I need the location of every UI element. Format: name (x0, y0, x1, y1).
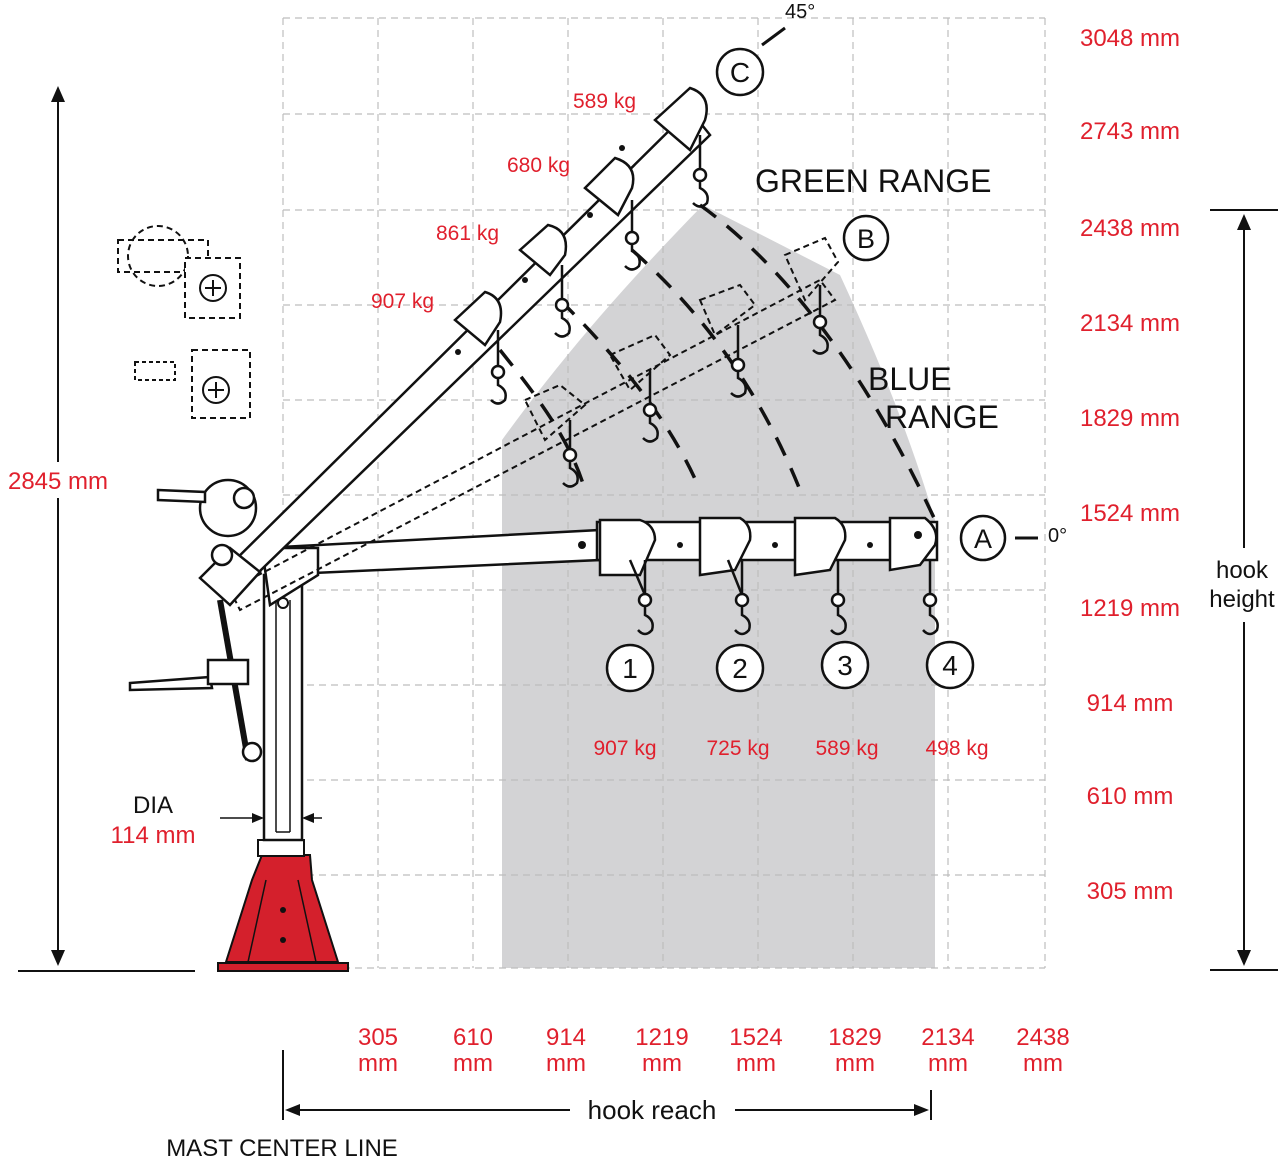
45-boom-hooks (490, 135, 709, 405)
hook-position-2: 2 (732, 653, 748, 684)
hook-reach-label: hook reach (588, 1095, 717, 1125)
dia-indicator (220, 813, 322, 823)
height-label: 2743 mm (1080, 118, 1180, 145)
green-range-label: GREEN RANGE (755, 163, 991, 199)
reach-value: 610 (453, 1024, 493, 1051)
overall-height-label: 2845 mm (8, 468, 108, 495)
hook-capacity-3: 589 kg (815, 737, 878, 760)
reach-value: 914 (546, 1024, 586, 1051)
position-markers: C B A 1 2 3 4 (605, 47, 1007, 693)
mast-center-line-label: MAST CENTER LINE (166, 1135, 398, 1162)
reach-value: 2134 (921, 1024, 974, 1051)
boom-45-degree (198, 26, 786, 607)
reach-scale: 305 mm 610 mm 914 mm 1219 mm 1524 mm 182… (358, 1024, 1070, 1077)
reach-unit: mm (928, 1050, 968, 1077)
mid-boom-hooks (562, 285, 829, 488)
position-a-marker (959, 514, 1007, 562)
boom-horizontal (260, 516, 1038, 608)
boom-capacity-1: 589 kg (573, 90, 636, 113)
hook-position-3: 3 (837, 650, 853, 681)
reach-unit: mm (1023, 1050, 1063, 1077)
reach-unit: mm (642, 1050, 682, 1077)
reach-value: 2438 (1016, 1024, 1069, 1051)
boom-capacity-4: 907 kg (371, 290, 434, 313)
height-label: 610 mm (1087, 783, 1174, 810)
reach-unit: mm (453, 1050, 493, 1077)
overall-height-dimension (18, 86, 195, 972)
position-a-label: A (974, 524, 992, 554)
hook-position-1: 1 (622, 653, 638, 684)
hook-reach-dimension (282, 1050, 932, 1120)
hook-capacity-1: 907 kg (593, 737, 656, 760)
height-label: 3048 mm (1080, 25, 1180, 52)
height-label: 914 mm (1087, 690, 1174, 717)
height-label: 1219 mm (1080, 595, 1180, 622)
reach-value: 305 (358, 1024, 398, 1051)
hook-height-label-1: hook (1216, 557, 1269, 584)
reach-unit: mm (546, 1050, 586, 1077)
mast (262, 573, 304, 842)
dia-label: DIA (133, 792, 173, 819)
winch-side-icon (117, 225, 241, 319)
working-range-area (502, 205, 935, 968)
blue-range-label-1: BLUE (868, 361, 952, 397)
boom-capacity-2: 680 kg (507, 154, 570, 177)
position-c-label: C (730, 57, 750, 88)
reach-unit: mm (736, 1050, 776, 1077)
winch-assembly (128, 478, 263, 763)
dia-value: 114 mm (111, 822, 196, 849)
hook-capacity-4: 498 kg (925, 737, 988, 760)
height-label: 1524 mm (1080, 500, 1180, 527)
height-label: 2438 mm (1080, 215, 1180, 242)
angle-45-label: 45° (785, 1, 815, 23)
hook-capacity-2: 725 kg (706, 737, 769, 760)
boom-capacity-3: 861 kg (436, 222, 499, 245)
position-b-marker (842, 214, 890, 262)
horizontal-hooks (628, 559, 939, 636)
hook-height-dimension (1210, 209, 1278, 971)
hook-height-label-2: height (1209, 586, 1275, 613)
brake-side-icon (134, 349, 251, 419)
position-b-label: B (857, 224, 875, 254)
angle-0-label: 0° (1048, 525, 1067, 547)
height-label: 1829 mm (1080, 405, 1180, 432)
position-c-marker (715, 47, 765, 97)
height-scale: 3048 mm 2743 mm 2438 mm 2134 mm 1829 mm … (1080, 25, 1180, 905)
height-label: 2134 mm (1080, 310, 1180, 337)
mast-base (217, 839, 349, 972)
reach-value: 1219 (635, 1024, 688, 1051)
reach-value: 1829 (828, 1024, 881, 1051)
reach-value: 1524 (729, 1024, 782, 1051)
reach-unit: mm (835, 1050, 875, 1077)
reach-unit: mm (358, 1050, 398, 1077)
hook-position-4: 4 (942, 650, 958, 681)
boom-dashed-mid (228, 236, 840, 612)
height-label: 305 mm (1087, 878, 1174, 905)
blue-range-label-2: RANGE (885, 399, 999, 435)
